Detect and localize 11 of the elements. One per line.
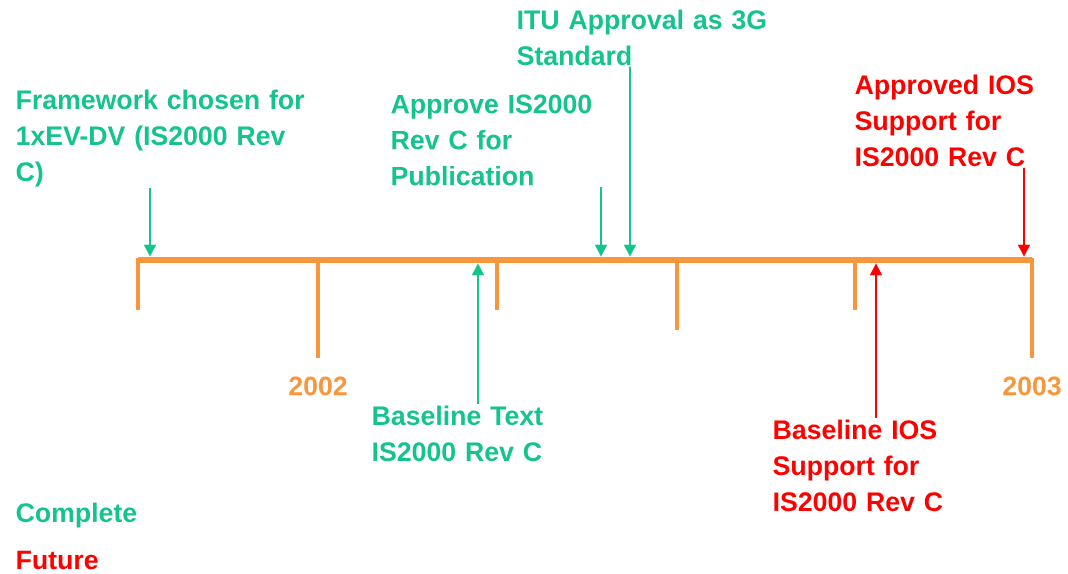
legend-entry: Future xyxy=(17,550,98,570)
milestone-text: Approved IOS Support for IS2000 Rev C xyxy=(855,74,1033,167)
timeline-bar xyxy=(138,257,1033,263)
legend-entry: Complete xyxy=(16,502,137,528)
milestone-text: Approve IS2000 Rev C for Publication xyxy=(391,94,592,186)
milestone-text: Baseline Text IS2000 Rev C xyxy=(373,405,543,462)
milestone-text: Baseline IOS Support for IS2000 Rev C xyxy=(773,419,943,512)
milestone-text: ITU Approval as 3G Standard xyxy=(517,9,766,66)
year-label: 2002 xyxy=(289,376,347,396)
milestone-text: Framework chosen for 1xEV-DV (IS2000 Rev C) xyxy=(16,89,305,187)
year-label: 2003 xyxy=(1003,376,1061,396)
